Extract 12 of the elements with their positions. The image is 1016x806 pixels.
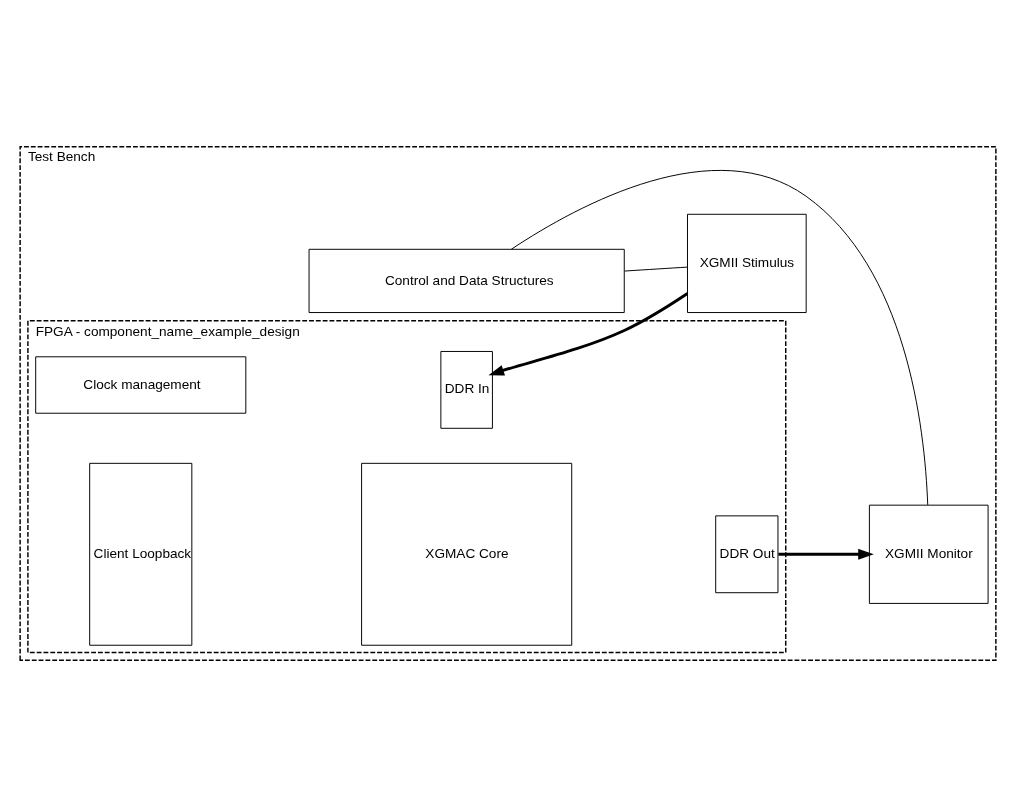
node-box: Clock management bbox=[35, 355, 247, 414]
arrow bbox=[488, 291, 689, 376]
node-box: Client Loopback bbox=[89, 462, 193, 646]
connector bbox=[510, 169, 929, 505]
node-box: DDR Out bbox=[715, 514, 779, 593]
node-box: DDR In bbox=[440, 350, 493, 429]
arrow bbox=[778, 548, 874, 560]
node-box: Control and Data Structures bbox=[308, 248, 625, 313]
node-box: XGMII Monitor bbox=[868, 504, 989, 604]
connector bbox=[624, 266, 688, 272]
node-box: XGMAC Core bbox=[361, 462, 573, 646]
node-box: XGMII Stimulus bbox=[687, 213, 807, 313]
